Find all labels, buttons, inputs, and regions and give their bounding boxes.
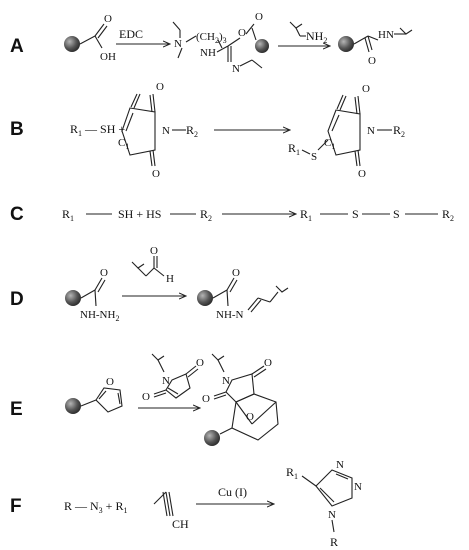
row-label-c: C (10, 204, 24, 225)
row-label-a: A (10, 36, 24, 57)
bead-e2 (204, 430, 220, 446)
svg-text:O: O (202, 393, 210, 405)
bead-a2 (255, 39, 269, 53)
bead-d2 (197, 290, 213, 306)
svg-text:R — N3+ R1: R — N3+ R1 (64, 499, 127, 515)
reaction-e: E O N O O N O O O (10, 353, 279, 446)
svg-text:N: N (367, 125, 375, 137)
svg-text:S: S (311, 151, 317, 163)
svg-text:R1— SH +: R1— SH + (70, 122, 125, 138)
svg-text:N: N (354, 481, 362, 493)
atom-o: O (104, 13, 112, 25)
row-label-e: E (10, 399, 23, 420)
svg-text:NH-NH2: NH-NH2 (80, 309, 119, 323)
reaction-a: A O OH EDC N (CH2)3 NH O O N NH (10, 11, 413, 75)
reaction-d: D O NH-NH2 O H O NH-N (10, 245, 289, 323)
svg-text:O: O (238, 27, 246, 39)
row-label-f: F (10, 496, 22, 517)
svg-text:R2: R2 (200, 207, 212, 223)
svg-text:N: N (328, 509, 336, 521)
svg-text:O: O (232, 267, 240, 279)
svg-text:NH2: NH2 (306, 29, 327, 45)
atom-n: N (174, 38, 182, 50)
svg-text:R1: R1 (286, 465, 298, 481)
svg-text:O: O (264, 357, 272, 369)
svg-text:S: S (393, 207, 400, 221)
svg-text:O: O (106, 376, 114, 388)
svg-text:O: O (358, 168, 366, 180)
catalyst-label: Cu (I) (218, 485, 247, 499)
svg-text:S: S (352, 207, 359, 221)
svg-text:R2: R2 (442, 207, 454, 223)
svg-text:O: O (255, 11, 263, 23)
bead-d1 (65, 290, 81, 306)
svg-text:C1: C1 (324, 137, 335, 151)
svg-text:O: O (362, 83, 370, 95)
svg-text:H: H (166, 273, 174, 285)
svg-text:O: O (152, 168, 160, 180)
svg-text:N: N (232, 63, 240, 75)
svg-text:N: N (336, 459, 344, 471)
svg-text:O: O (156, 81, 164, 93)
reagent-edc: EDC (119, 27, 143, 41)
bead-e1 (65, 398, 81, 414)
svg-text:CH: CH (172, 517, 189, 531)
svg-text:R1: R1 (300, 207, 312, 223)
svg-text:O: O (368, 55, 376, 67)
bond (79, 35, 96, 45)
svg-text:R2: R2 (393, 123, 405, 139)
reaction-b: B R1— SH + O N R2 C1 O O N R2 C1 O S (10, 81, 405, 180)
svg-text:O: O (196, 357, 204, 369)
reaction-f: F R — N3+ R1 CH Cu (I) R1 N N N R (10, 459, 362, 549)
svg-text:NH-N: NH-N (216, 309, 244, 321)
atom-hn: HN (378, 29, 394, 41)
atom-nh: NH (200, 47, 216, 59)
atom-oh: OH (100, 51, 116, 63)
svg-text:O: O (100, 267, 108, 279)
svg-text:N: N (162, 375, 170, 387)
bead-a3 (338, 36, 354, 52)
svg-text:R1: R1 (62, 207, 74, 223)
svg-text:R1: R1 (288, 141, 300, 157)
row-label-d: D (10, 289, 24, 310)
svg-text:R2: R2 (186, 123, 198, 139)
bead-a1 (64, 36, 80, 52)
svg-text:SH + HS: SH + HS (118, 207, 161, 221)
svg-text:O: O (142, 391, 150, 403)
atom-n: N (162, 125, 170, 137)
row-label-b: B (10, 119, 24, 140)
svg-text:C1: C1 (118, 137, 129, 151)
svg-text:O: O (150, 245, 158, 257)
svg-text:N: N (222, 375, 230, 387)
svg-text:R: R (330, 535, 338, 549)
svg-text:(CH2)3: (CH2)3 (196, 31, 227, 45)
svg-text:O: O (246, 411, 254, 423)
reaction-c: C R1 SH + HS R2 R1 S S R2 (10, 204, 454, 225)
